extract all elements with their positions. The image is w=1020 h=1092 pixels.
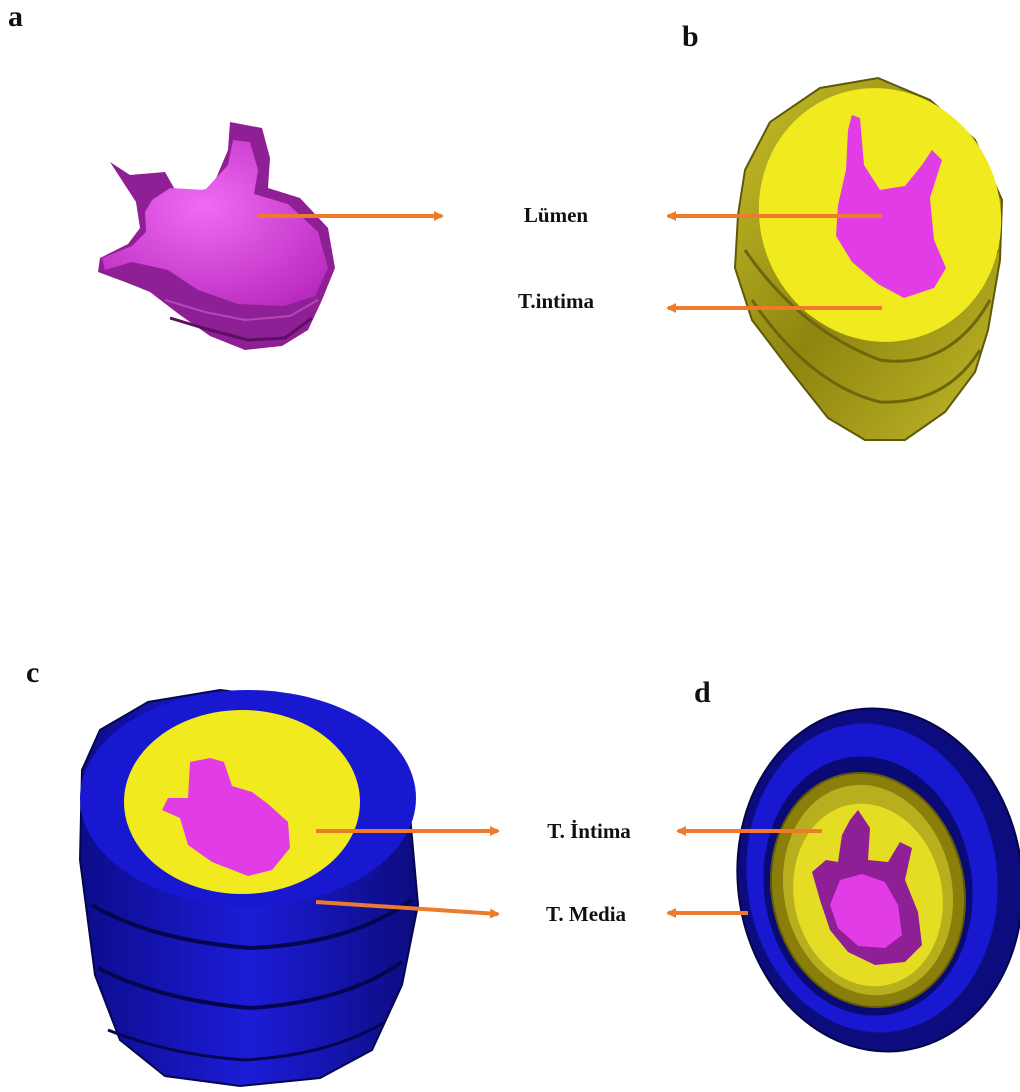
callout-intima-bottom: T. İntima: [547, 819, 631, 843]
lumen-intima-media-model: [80, 690, 418, 1086]
panel-label-d: d: [694, 676, 711, 709]
lumen-intima-model: [721, 51, 1020, 440]
callout-media: T. Media: [546, 902, 627, 926]
callout-lumen: Lümen: [524, 203, 589, 227]
callout-intima-top: T.intima: [518, 289, 595, 313]
lumen-model: [98, 122, 335, 350]
panel-label-c: c: [26, 656, 39, 689]
panel-label-b: b: [682, 20, 699, 53]
panel-label-a: a: [8, 0, 23, 33]
oblique-layers-model: [715, 690, 1020, 1070]
